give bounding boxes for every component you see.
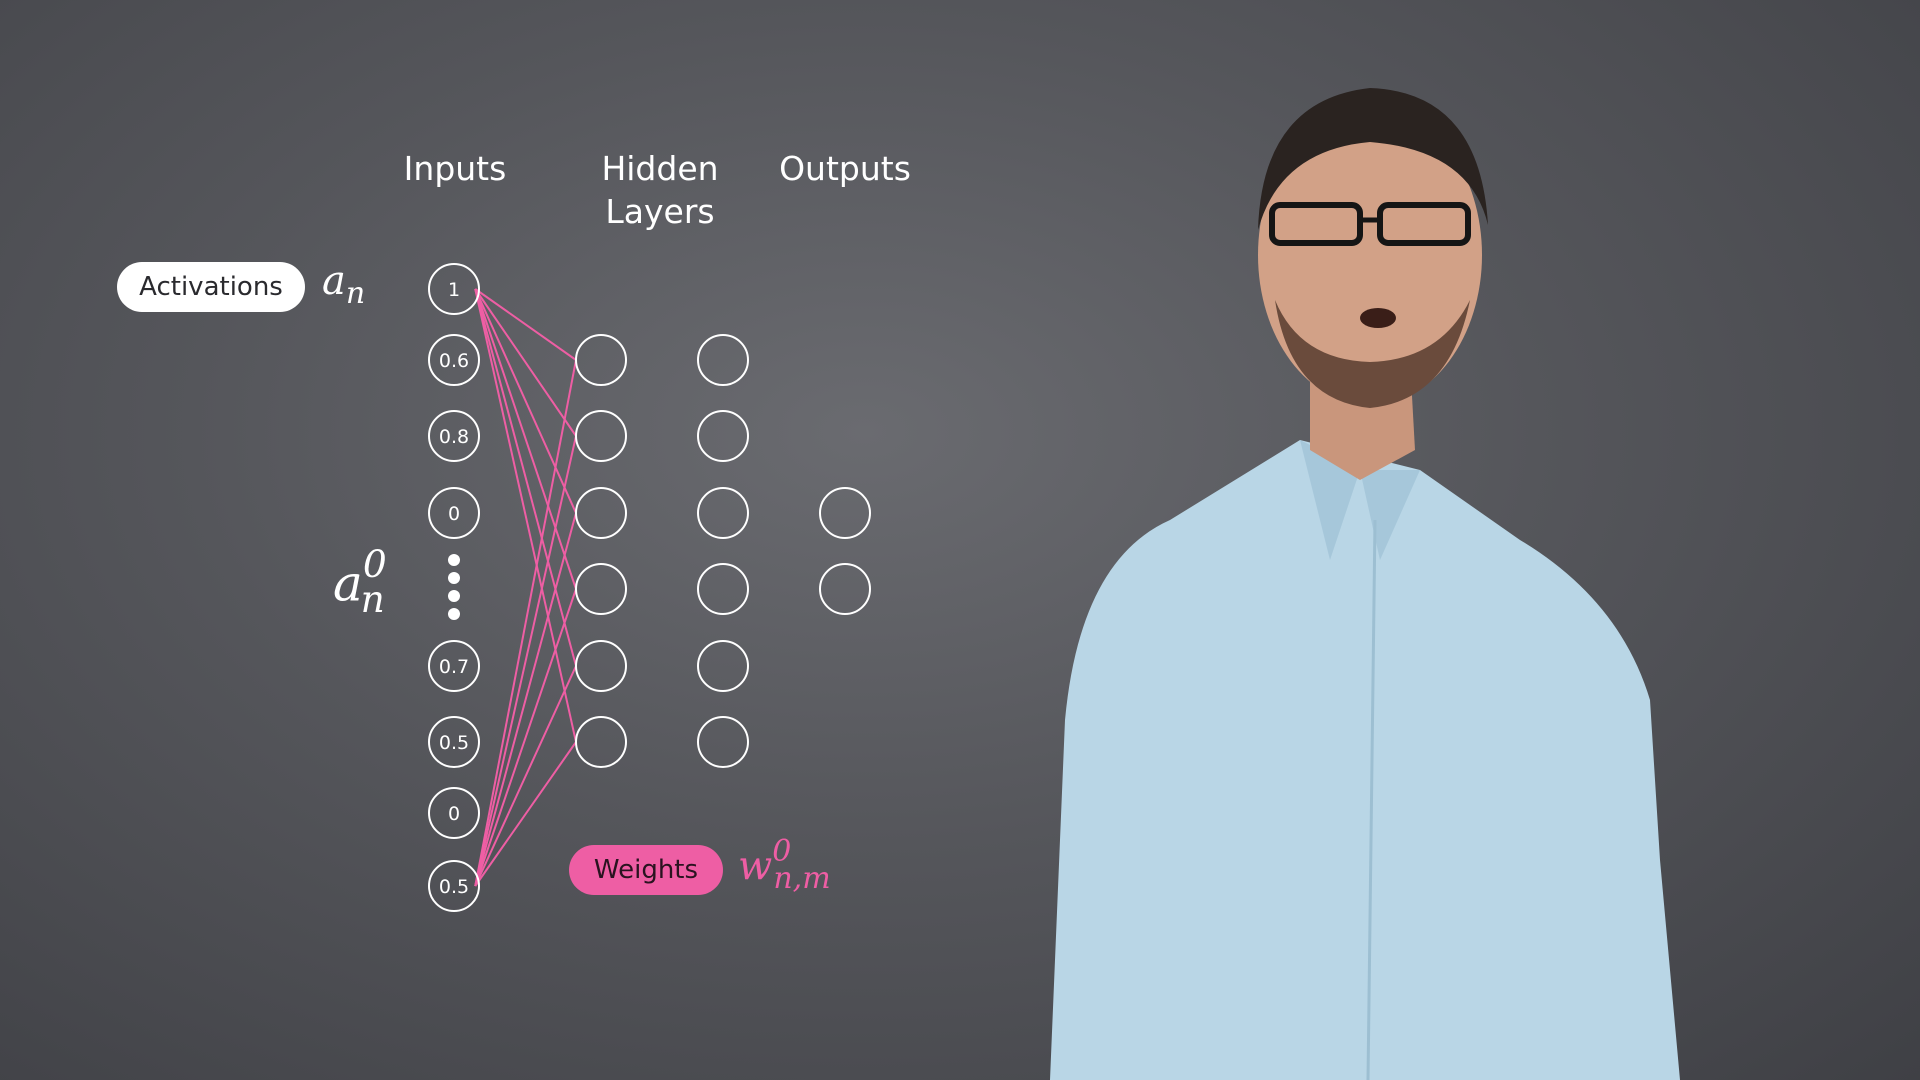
weight-symbol-base: w bbox=[738, 843, 773, 890]
input-node-value: 0 bbox=[448, 503, 460, 525]
hidden-node-layer2 bbox=[697, 563, 749, 615]
weight-line bbox=[474, 741, 577, 887]
outputs-heading: Outputs bbox=[779, 149, 911, 188]
hidden-node-layer2 bbox=[697, 716, 749, 768]
network-nodes: 1 0.6 0.8 0 0.7 0.5 0 0.5 bbox=[428, 263, 871, 912]
hidden-node-layer1 bbox=[575, 334, 627, 386]
input-node bbox=[428, 716, 480, 768]
hidden-node-layer1 bbox=[575, 487, 627, 539]
activation-symbol: an bbox=[322, 258, 365, 311]
layer-activation-superscript: 0 bbox=[362, 542, 387, 586]
input-node-value: 0.7 bbox=[439, 656, 469, 678]
input-node bbox=[428, 410, 480, 462]
ellipsis-dot bbox=[448, 608, 460, 620]
layer-activation-subscript: n bbox=[360, 576, 385, 621]
hidden-node-layer1 bbox=[575, 640, 627, 692]
activation-symbol-subscript: n bbox=[345, 276, 366, 311]
layer-activation-base: a bbox=[333, 554, 363, 613]
input-node-value: 0 bbox=[448, 803, 460, 825]
weight-line bbox=[474, 665, 577, 887]
ellipsis-dot bbox=[448, 590, 460, 602]
hidden-layers-heading-line2: Layers bbox=[605, 191, 715, 231]
weight-connections bbox=[474, 288, 577, 887]
ellipsis-dot bbox=[448, 572, 460, 584]
hidden-node-layer2 bbox=[697, 334, 749, 386]
input-node bbox=[428, 334, 480, 386]
input-node bbox=[428, 787, 480, 839]
output-node bbox=[819, 563, 871, 615]
weight-symbol-subscript: n,m bbox=[773, 861, 831, 897]
weight-symbol: w0n,m bbox=[738, 834, 831, 897]
hidden-node-layer2 bbox=[697, 410, 749, 462]
input-node bbox=[428, 860, 480, 912]
input-node-value: 1 bbox=[448, 279, 460, 301]
weight-line bbox=[474, 288, 577, 667]
hidden-layers-heading: Hidden Layers bbox=[575, 148, 745, 234]
hidden-node-layer1 bbox=[575, 563, 627, 615]
input-node bbox=[428, 263, 480, 315]
input-node-value: 0.6 bbox=[439, 350, 469, 372]
weight-line bbox=[474, 359, 577, 887]
weight-line bbox=[474, 288, 577, 437]
weight-line bbox=[474, 288, 577, 590]
weight-line bbox=[474, 288, 577, 514]
weight-line bbox=[474, 512, 577, 887]
weight-line bbox=[474, 588, 577, 887]
weight-symbol-superscript: 0 bbox=[772, 834, 792, 869]
activations-label: Activations bbox=[117, 262, 305, 312]
weight-line bbox=[474, 288, 577, 361]
hidden-node-layer1 bbox=[575, 410, 627, 462]
hidden-node-layer1 bbox=[575, 716, 627, 768]
input-node bbox=[428, 487, 480, 539]
input-node bbox=[428, 640, 480, 692]
input-node-value: 0.8 bbox=[439, 426, 469, 448]
input-node-value: 0.5 bbox=[439, 732, 469, 754]
output-node bbox=[819, 487, 871, 539]
hidden-layers-heading-line1: Hidden bbox=[601, 149, 719, 188]
inputs-heading: Inputs bbox=[403, 149, 507, 188]
input-node-value: 0.5 bbox=[439, 876, 469, 898]
hidden-node-layer2 bbox=[697, 487, 749, 539]
weight-line bbox=[474, 288, 577, 743]
hidden-node-layer2 bbox=[697, 640, 749, 692]
weight-line bbox=[474, 435, 577, 887]
layer-activation-symbol: a0n bbox=[333, 542, 387, 621]
ellipsis-dot bbox=[448, 554, 460, 566]
weights-label: Weights bbox=[569, 845, 723, 895]
activation-symbol-base: a bbox=[322, 258, 346, 304]
